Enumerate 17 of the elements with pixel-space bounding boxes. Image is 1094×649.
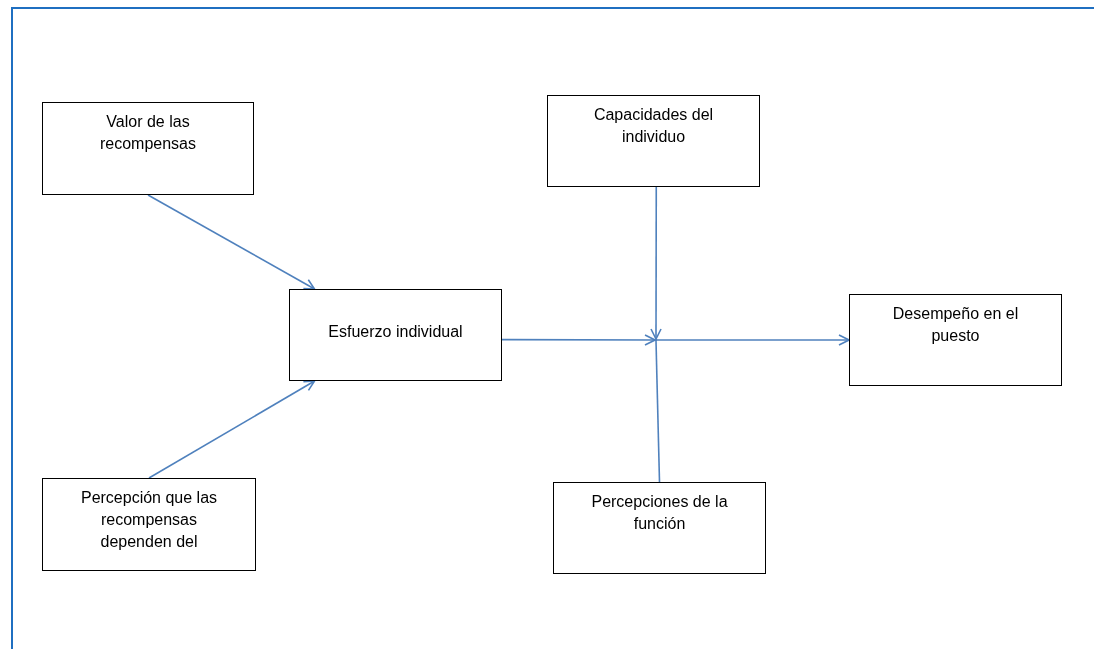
box-label: Capacidades del individuo xyxy=(592,105,715,147)
arrow xyxy=(650,186,662,340)
process-box xyxy=(289,289,502,381)
process-box xyxy=(42,478,256,571)
arrow xyxy=(656,334,850,346)
box-label: Valor de las recompensas xyxy=(98,112,197,154)
box-label: Desempeño en el puesto xyxy=(891,304,1020,346)
process-box xyxy=(849,294,1062,386)
box-label: Esfuerzo individual xyxy=(328,322,463,342)
arrow xyxy=(501,334,656,346)
arrow xyxy=(148,380,316,479)
process-box xyxy=(553,482,766,574)
process-box xyxy=(42,102,254,195)
box-label: Percepción que las recompensas dependen del xyxy=(79,488,219,552)
arrow xyxy=(147,194,316,290)
process-box xyxy=(547,95,760,187)
box-label: Percepciones de la función xyxy=(590,492,729,534)
